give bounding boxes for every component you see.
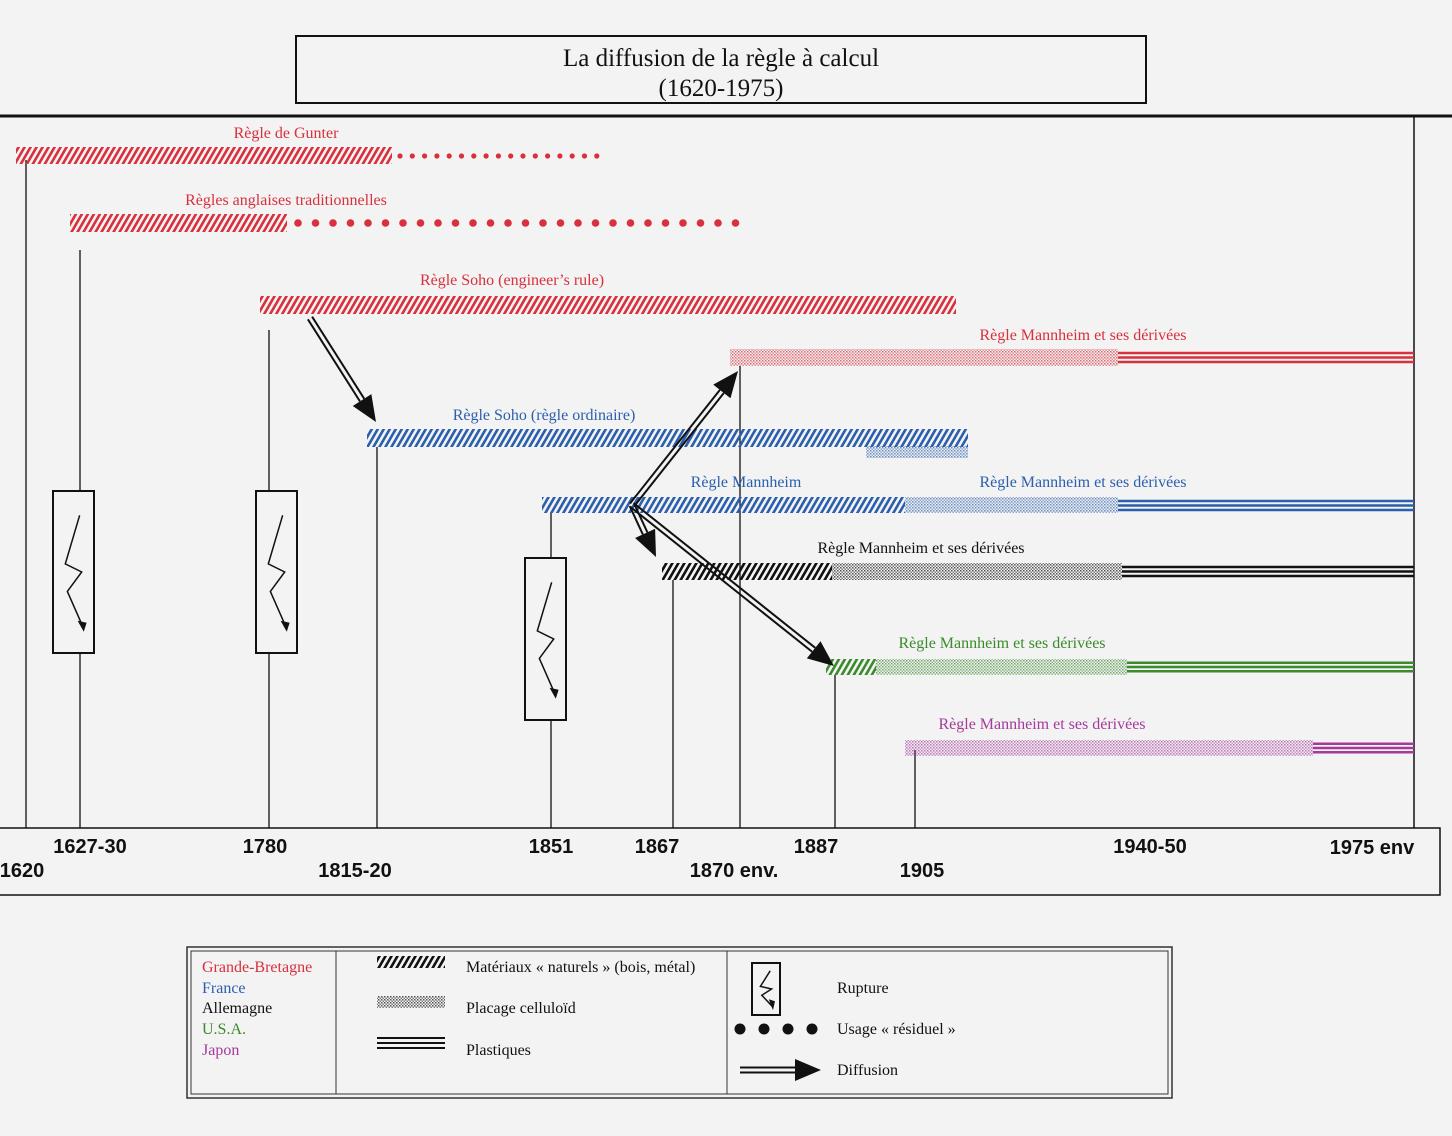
legend-country-jp: Japon [202, 1042, 239, 1059]
legend-natural-swatch [377, 956, 445, 968]
bar-soho-ordinaire-celluloid-segment [866, 446, 968, 458]
legend-plastic-swatch [377, 1037, 445, 1049]
year-1905: 1905 [900, 860, 945, 882]
label-soho-engineer: Règle Soho (engineer’s rule) [420, 272, 604, 289]
diffusion-arrow [629, 371, 738, 508]
bar-soho-ordinaire-natural-segment [367, 429, 968, 447]
year-1887: 1887 [794, 836, 839, 858]
legend: Grande-Bretagne France Allemagne U.S.A. … [186, 946, 1173, 1099]
legend-celluloid-swatch [377, 996, 445, 1008]
year-1975: 1975 env [1330, 837, 1415, 859]
label-gunter: Règle de Gunter [234, 125, 340, 142]
rupture-icon [255, 490, 298, 654]
rupture-icon [751, 962, 781, 1016]
title-box: La diffusion de la règle à calcul (1620-… [295, 35, 1147, 104]
bar-anglaises-natural-segment [70, 214, 287, 232]
bar-mannheim-fr-plastic-segment [1118, 499, 1414, 512]
title-line2: (1620-1975) [659, 75, 784, 102]
legend-country-de: Allemagne [202, 1000, 272, 1017]
label-mannheim-de: Règle Mannheim et ses dérivées [817, 540, 1024, 557]
bar-anglaises-residual-dots [294, 219, 740, 227]
bar-mannheim-us-natural-segment [826, 659, 876, 675]
label-mannheim-jp: Règle Mannheim et ses dérivées [938, 716, 1145, 733]
label-soho-ordinaire: Règle Soho (règle ordinaire) [453, 407, 636, 424]
label-mannheim-fr: Règle Mannheim [691, 474, 802, 491]
year-1851: 1851 [529, 836, 574, 858]
bar-gunter-residual-dots [397, 153, 600, 159]
legend-symbol-residual: Usage « résiduel » [837, 1021, 956, 1038]
label-anglaises: Règles anglaises traditionnelles [185, 192, 387, 209]
bar-mannheim-jp-plastic-segment [1313, 742, 1414, 754]
year-1627-30: 1627-30 [53, 836, 126, 858]
legend-residual-dots [734, 1023, 818, 1035]
bar-mannheim-us-plastic-segment [1127, 661, 1414, 673]
rupture-icon [52, 490, 95, 654]
label-mannheim-fr-derivees: Règle Mannheim et ses dérivées [979, 474, 1186, 491]
bar-soho-engineer-natural-segment [260, 296, 956, 314]
bar-mannheim-de-celluloid-segment [832, 563, 1122, 580]
diffusion-arrow [307, 316, 376, 422]
year-1870: 1870 env. [690, 860, 779, 882]
bar-mannheim-de-plastic-segment [1122, 565, 1414, 578]
label-mannheim-us: Règle Mannheim et ses dérivées [898, 635, 1105, 652]
bar-mannheim-gb-celluloid-segment [730, 349, 1118, 366]
legend-symbol-diffusion: Diffusion [837, 1062, 898, 1079]
legend-country-fr: France [202, 980, 246, 997]
bar-mannheim-us-celluloid-segment [876, 659, 1127, 675]
diffusion-arrow [628, 503, 656, 557]
legend-symbol-rupture: Rupture [837, 980, 889, 997]
title-line1: La diffusion de la règle à calcul [563, 45, 879, 72]
year-1815-20: 1815-20 [318, 860, 391, 882]
bar-gunter-natural-segment [16, 147, 392, 164]
rupture-icon [524, 557, 567, 721]
label-mannheim-gb: Règle Mannheim et ses dérivées [979, 327, 1186, 344]
year-1620: 1620 [0, 860, 44, 882]
legend-country-us: U.S.A. [202, 1021, 246, 1038]
diffusion-arrow [629, 502, 834, 666]
legend-material-plastic: Plastiques [466, 1042, 531, 1059]
timeline-axis: 1627-30 1780 1851 1867 1887 1940-50 1975… [0, 827, 1441, 896]
legend-material-celluloid: Placage celluloïd [466, 1000, 576, 1017]
bar-mannheim-jp-celluloid-segment [905, 740, 1313, 756]
year-1867: 1867 [635, 836, 680, 858]
legend-material-natural: Matériaux « naturels » (bois, métal) [466, 959, 695, 976]
bar-mannheim-fr-natural-segment [542, 497, 905, 513]
bar-mannheim-gb-plastic-segment [1118, 351, 1414, 364]
bar-mannheim-de-natural-segment [662, 563, 832, 580]
diffusion-arrow [740, 1059, 821, 1081]
year-1940-50: 1940-50 [1113, 836, 1186, 858]
bar-mannheim-fr-celluloid-segment [905, 497, 1118, 513]
year-1780: 1780 [243, 836, 288, 858]
legend-country-gb: Grande-Bretagne [202, 959, 312, 976]
